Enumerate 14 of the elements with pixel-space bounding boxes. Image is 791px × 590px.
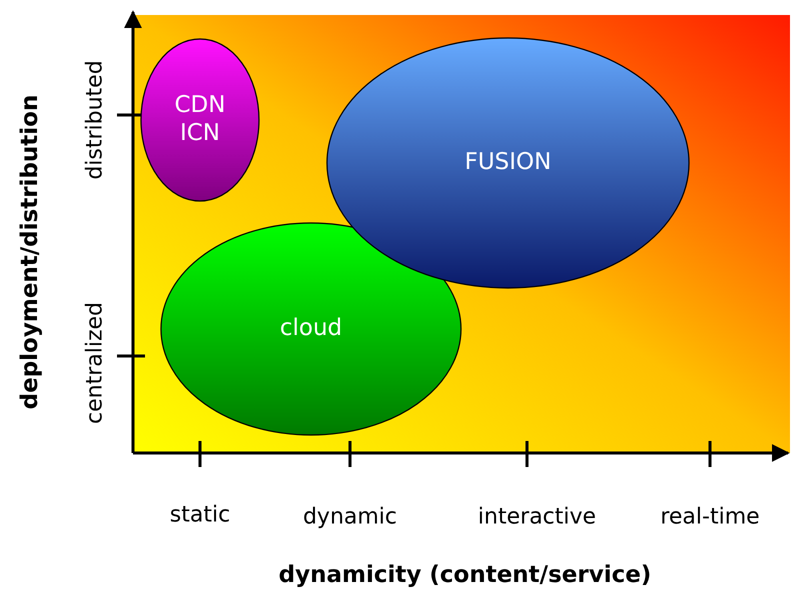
region-label: FUSION: [464, 149, 552, 177]
axis-tick-label: static: [170, 502, 230, 528]
region-label: cloud: [280, 315, 342, 343]
axis-title: deployment/distribution: [17, 94, 43, 410]
axis-tick-label: interactive: [478, 504, 596, 530]
ellipse-region: [160, 222, 462, 436]
axis-tick-label: real-time: [660, 504, 760, 530]
ellipse-region: [140, 38, 260, 202]
axis-tick-label: dynamic: [302, 504, 398, 530]
axis-tick-label: centralized: [82, 302, 108, 424]
region-label: CDN ICN: [174, 92, 226, 148]
ellipse-region: [326, 37, 690, 289]
axis-title: dynamicity (content/service): [278, 562, 652, 588]
axis-tick-label: distributed: [82, 60, 108, 180]
